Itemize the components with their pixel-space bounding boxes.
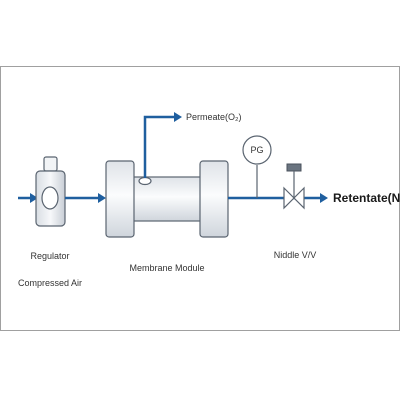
arrow-right-icon [320, 193, 328, 203]
pressure-gauge-label: PG [250, 145, 263, 155]
membrane-module-icon [105, 160, 229, 238]
needle-valve-label: Niddle V/V [274, 250, 317, 260]
permeate-label: Permeate(O₂) [186, 112, 242, 122]
retentate-label: Retentate(N₂) [333, 191, 400, 205]
membrane-module-label: Membrane Module [129, 263, 204, 273]
regulator-label: Regulator [30, 251, 69, 261]
needle-valve-icon [283, 163, 305, 210]
regulator-icon [35, 156, 66, 227]
permeate-line [143, 115, 176, 178]
arrow-right-icon [174, 112, 182, 122]
compressed-air-label: Compressed Air [18, 278, 82, 288]
arrow-right-icon [98, 193, 106, 203]
pressure-gauge-icon [242, 135, 272, 198]
arrow-right-icon [30, 193, 38, 203]
